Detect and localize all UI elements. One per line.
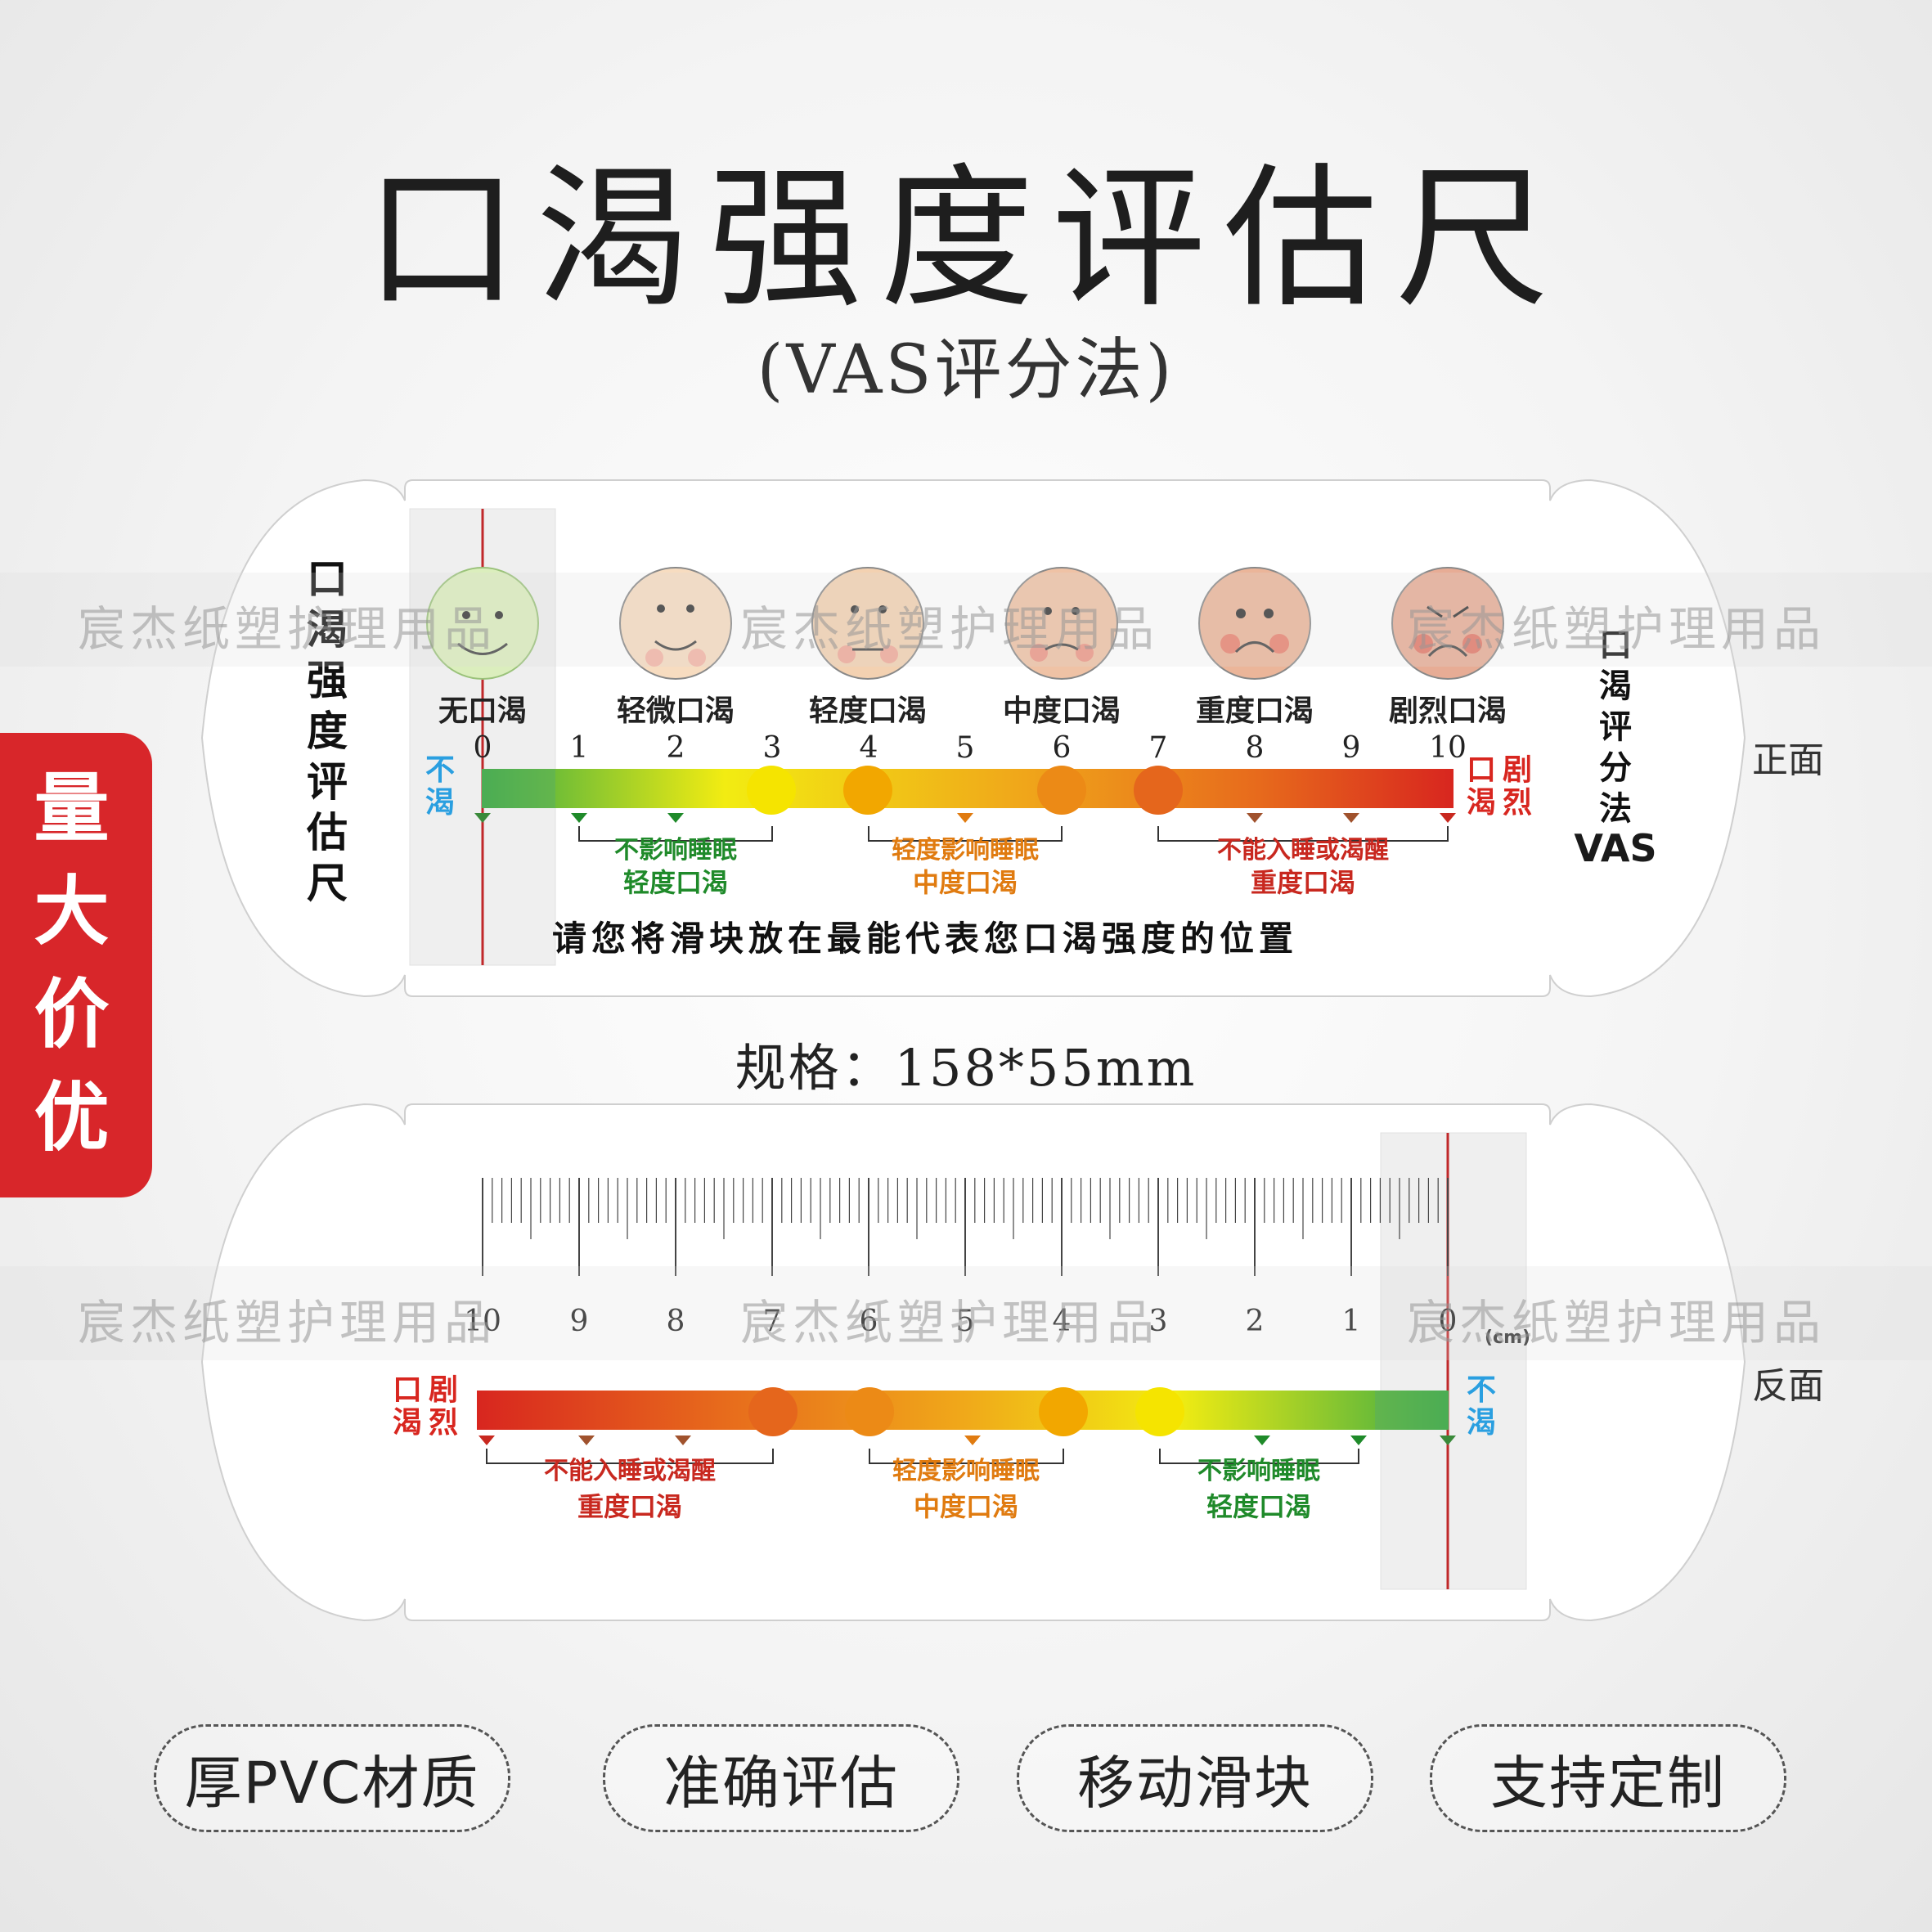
front-level-label: 轻微口渴 (616, 694, 735, 728)
front-vertical-method-char: 法 (1599, 790, 1632, 828)
front-ruler-card: 口渴强度评估尺 口渴评分法 VAS 无口渴轻微口渴轻度口渴中度口渴重度口渴剧烈口… (200, 476, 1746, 998)
front-vertical-method-char: 评 (1599, 708, 1632, 746)
front-tick-label: 4 (859, 731, 878, 765)
back-tick-label: 1 (1341, 1305, 1361, 1338)
front-right-end: 口剧 渴烈 (1467, 754, 1539, 820)
front-vertical-title-char: 估 (307, 809, 348, 856)
front-left-end: 不 渴 (425, 754, 455, 820)
front-tick-label: 6 (1052, 731, 1072, 765)
front-vertical-title: 口渴强度评估尺 (303, 554, 352, 909)
face-severe-icon (1198, 567, 1311, 680)
page-title: 口渴强度评估尺 (365, 150, 1567, 329)
back-tick-label: 2 (1245, 1305, 1265, 1338)
front-tick-label: 7 (1148, 731, 1168, 765)
feature-badge-2: 准确评估 (603, 1724, 959, 1832)
face-extreme-icon (1391, 567, 1504, 680)
front-level-label: 剧烈口渴 (1388, 694, 1507, 728)
front-vertical-method-char: 渴 (1599, 667, 1632, 705)
front-left-end-2: 渴 (425, 786, 456, 820)
front-tick-label: 8 (1245, 731, 1265, 765)
front-vas-label: VAS (1574, 826, 1657, 870)
front-vertical-method-char: 口 (1599, 627, 1632, 664)
front-group-3-effect: 不能入睡或渴醒 (1217, 836, 1389, 865)
feature-badge-3: 移动滑块 (1017, 1724, 1373, 1832)
front-group-3-level: 重度口渴 (1250, 867, 1355, 898)
front-group-2-level: 中度口渴 (912, 867, 1018, 898)
back-tick-label: 6 (859, 1305, 878, 1338)
front-tick-label: 3 (762, 731, 782, 765)
back-tick-label: 4 (1052, 1305, 1072, 1338)
back-group-3-effect: 不影响睡眠 (1197, 1457, 1320, 1485)
watermark-2b: 宸杰纸塑护理用品 (740, 1295, 1160, 1350)
back-group-1-level: 重度口渴 (577, 1491, 682, 1522)
back-tick-label: 7 (762, 1305, 782, 1338)
watermark-2c: 宸杰纸塑护理用品 (1407, 1295, 1826, 1350)
back-group-2-level: 中度口渴 (913, 1491, 1018, 1522)
front-vertical-title-char: 渴 (307, 606, 348, 654)
front-vertical-title-char: 强 (307, 657, 348, 704)
unit-label: (cm) (1485, 1328, 1531, 1348)
back-group-3-level: 轻度口渴 (1206, 1491, 1311, 1522)
front-instruction: 请您将滑块放在最能代表您口渴强度的位置 (552, 919, 1299, 959)
back-tick-label: 10 (464, 1305, 501, 1338)
front-tick-label: 9 (1341, 731, 1361, 765)
front-vertical-method: 口渴评分法 (1595, 625, 1636, 829)
mm-scale (482, 1178, 1449, 1276)
back-right-end-1: 不 (1467, 1373, 1497, 1407)
front-vertical-title-char: 评 (307, 758, 348, 806)
back-right-end: 不 渴 (1467, 1374, 1496, 1440)
face-moderate-icon (1005, 567, 1118, 680)
back-tick-label: 8 (666, 1305, 685, 1338)
feature-badge-4: 支持定制 (1430, 1724, 1786, 1832)
face-none-icon (426, 567, 539, 680)
front-vertical-title-char: 口 (307, 555, 348, 603)
front-tick-label: 2 (666, 731, 685, 765)
front-side-label: 正面 (1752, 739, 1824, 781)
back-right-end-2: 渴 (1467, 1406, 1497, 1440)
spec-text: 规格：158*55mm (735, 1038, 1197, 1098)
back-left-end-2: 渴烈 (393, 1406, 465, 1440)
back-ruler-shape (200, 1103, 1746, 1622)
front-tick-label: 5 (955, 731, 975, 765)
back-group-2-effect: 轻度影响睡眠 (892, 1457, 1040, 1485)
front-vertical-method-char: 分 (1599, 749, 1632, 787)
front-vertical-title-char: 度 (307, 708, 348, 755)
promo-text: 量大价优 (34, 765, 110, 1161)
back-group-1-effect: 不能入睡或渴醒 (544, 1457, 716, 1485)
back-tick-label: 3 (1148, 1305, 1168, 1338)
watermark-band-1 (0, 573, 1932, 667)
face-slight-icon (619, 567, 732, 680)
back-tick-label: 0 (1438, 1305, 1458, 1338)
face-mild-icon (811, 567, 924, 680)
front-tick-label: 1 (569, 731, 589, 765)
watermark-band-2 (0, 1266, 1932, 1360)
front-level-label: 重度口渴 (1195, 694, 1314, 728)
back-side-label: 反面 (1752, 1365, 1824, 1407)
front-tick-label: 10 (1429, 731, 1467, 765)
front-right-end-1: 口剧 (1467, 753, 1539, 787)
watermark-1c: 宸杰纸塑护理用品 (1407, 601, 1826, 657)
watermark-2a: 宸杰纸塑护理用品 (78, 1295, 497, 1350)
front-group-1-effect: 不影响睡眠 (614, 836, 737, 865)
front-group-2-effect: 轻度影响睡眠 (892, 836, 1039, 865)
back-left-end: 口剧 渴烈 (393, 1374, 465, 1440)
front-level-label: 轻度口渴 (808, 694, 927, 728)
front-level-label: 中度口渴 (1002, 694, 1121, 728)
front-group-1-level: 轻度口渴 (622, 867, 728, 898)
feature-badge-1: 厚PVC材质 (154, 1724, 510, 1832)
back-tick-label: 9 (569, 1305, 589, 1338)
front-level-label: 无口渴 (438, 694, 527, 728)
front-left-end-1: 不 (425, 753, 456, 787)
front-vertical-title-char: 尺 (307, 860, 348, 907)
front-tick-label: 0 (473, 731, 492, 765)
page-subtitle: (VAS评分法) (757, 331, 1175, 409)
watermark-1b: 宸杰纸塑护理用品 (740, 601, 1160, 657)
front-ruler-shape (200, 479, 1746, 998)
watermark-1a: 宸杰纸塑护理用品 (78, 601, 497, 657)
front-right-end-2: 渴烈 (1467, 786, 1539, 820)
back-tick-label: 5 (955, 1305, 975, 1338)
promo-tag: 量大价优 (0, 733, 152, 1197)
back-left-end-1: 口剧 (393, 1373, 465, 1407)
